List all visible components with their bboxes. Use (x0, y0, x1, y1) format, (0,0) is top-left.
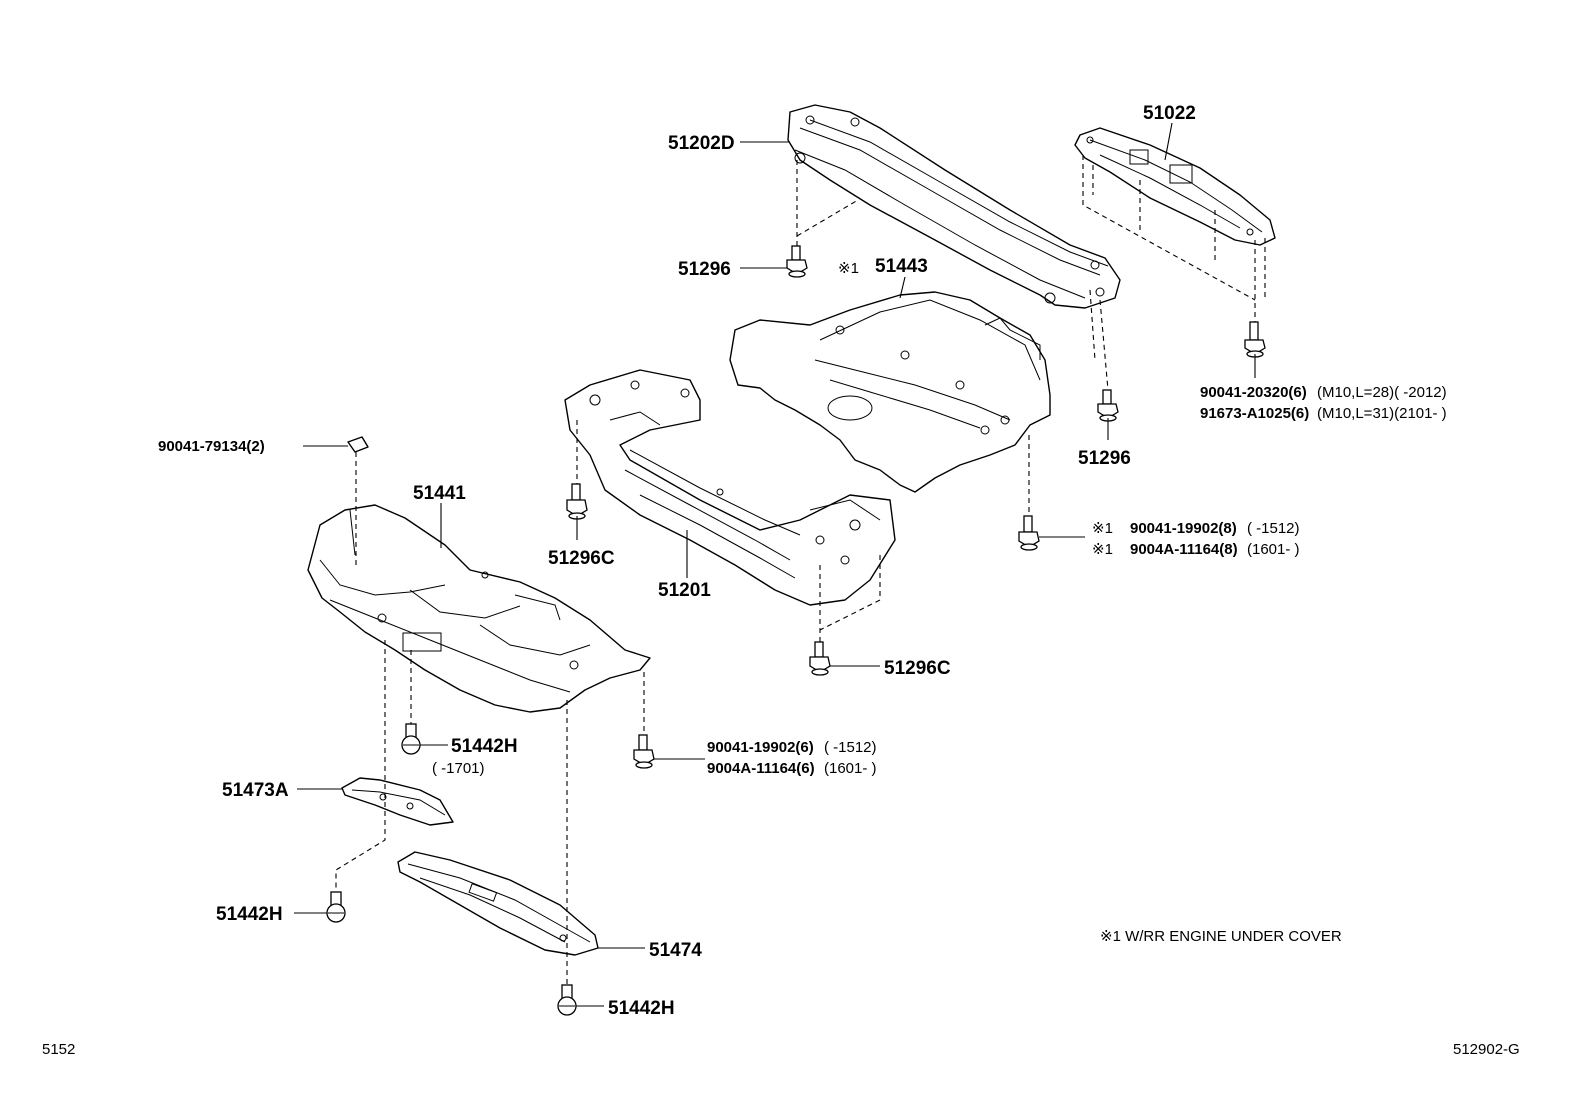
label-51296C-left: 51296C (548, 548, 615, 569)
label-90041-19902-6-note: ( -1512) (824, 739, 877, 756)
label-90041-20320-note: (M10,L=28)( -2012) (1317, 384, 1447, 401)
label-51443-mark: ※1 (838, 260, 859, 277)
label-91673-A1025-note: (M10,L=31)(2101- ) (1317, 405, 1447, 422)
clip-51442H-c (557, 984, 577, 1016)
footer-right-code: 512902-G (1453, 1041, 1520, 1058)
label-90041-19902-8-note: ( -1512) (1247, 520, 1300, 537)
part-51474-cover (397, 851, 599, 956)
label-9004A-11164-6: 9004A-11164(6) (707, 760, 815, 777)
label-51296C-bottom: 51296C (884, 658, 951, 679)
label-51442H-a: 51442H (451, 736, 518, 757)
label-90041-20320: 90041-20320(6) (1200, 384, 1307, 401)
part-90041-79134-clip (347, 436, 369, 453)
clip-51442H-b (326, 891, 346, 923)
label-51296-top: 51296 (678, 259, 731, 280)
label-51474: 51474 (649, 940, 702, 961)
bolt-51296-right (1097, 389, 1119, 422)
label-90041-19902-8-mark: ※1 (1092, 520, 1113, 537)
label-51202D: 51202D (668, 133, 735, 154)
part-labels: 51202D 51022 51296 ※1 51443 51296 90041-… (158, 103, 1447, 1019)
part-51443-rear-cover (729, 291, 1051, 493)
label-9004A-11164-8: 9004A-11164(8) (1130, 541, 1238, 558)
label-51442H-b: 51442H (216, 904, 283, 925)
bolt-90041-20320 (1244, 321, 1266, 358)
footer-left-code: 5152 (42, 1041, 75, 1058)
clip-51442H-a (401, 723, 421, 755)
label-51473A: 51473A (222, 780, 289, 801)
label-90041-19902-8: 90041-19902(8) (1130, 520, 1237, 537)
label-51201: 51201 (658, 580, 711, 601)
part-51201-crossmember (564, 369, 896, 606)
label-51442H-c: 51442H (608, 998, 675, 1019)
bolt-90041-19902-6 (633, 734, 655, 769)
label-90041-79134: 90041-79134(2) (158, 438, 265, 455)
label-90041-19902-6: 90041-19902(6) (707, 739, 814, 756)
bolt-51296-top (786, 245, 808, 278)
label-51443: 51443 (875, 256, 928, 277)
label-9004A-11164-8-note: (1601- ) (1247, 541, 1300, 558)
label-51022: 51022 (1143, 103, 1196, 124)
part-51202D-brace (787, 104, 1121, 309)
leader-lines (294, 122, 1256, 1007)
label-51441: 51441 (413, 483, 466, 504)
bolt-51296C-left (566, 483, 588, 520)
bolt-51296C-bottom (809, 641, 831, 676)
part-51022-bracket (1074, 127, 1276, 246)
assembly-dashed-lines (335, 155, 1266, 985)
part-51441-front-cover (307, 504, 651, 713)
part-51473A-cover (341, 777, 454, 826)
label-91673-A1025: 91673-A1025(6) (1200, 405, 1309, 422)
bolt-90041-19902-8 (1018, 515, 1040, 551)
label-9004A-11164-8-mark: ※1 (1092, 541, 1113, 558)
footnote: ※1 W/RR ENGINE UNDER COVER (1100, 928, 1342, 945)
label-51296-right: 51296 (1078, 448, 1131, 469)
label-9004A-11164-6-note: (1601- ) (824, 760, 877, 777)
label-51442H-a-note: ( -1701) (432, 760, 485, 777)
